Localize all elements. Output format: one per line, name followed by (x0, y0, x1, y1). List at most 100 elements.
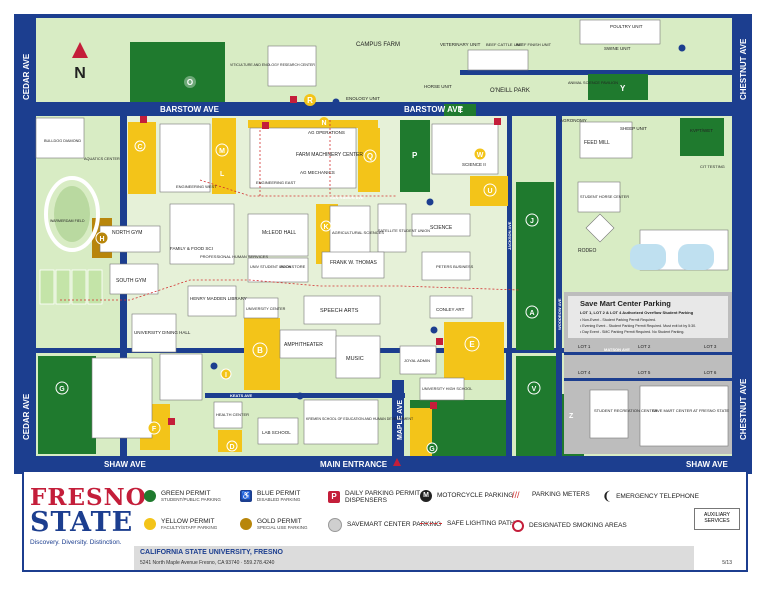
label-oneill: O'NEILL PARK (490, 88, 530, 94)
label-conley: CONLEY ART (436, 307, 465, 312)
legend-meters: /// PARKING METERS (512, 490, 590, 500)
savemart-line2: • Non-Event - Student Parking Permit Req… (580, 318, 656, 322)
legend-safe-path: SAFE LIGHTING PATH (420, 520, 515, 527)
street-san-ramon: SAN RAMON AVE (330, 195, 364, 200)
lot-marker-I: I (220, 368, 232, 380)
svg-text:M: M (219, 148, 225, 155)
street-shaw-west: SHAW AVE (104, 460, 146, 469)
street-keats: KEATS AVE (230, 393, 252, 398)
legend-gold-sub: SPECIAL USE PARKING (257, 525, 308, 531)
svg-text:V: V (532, 386, 537, 393)
street-barstow-west: BARSTOW AVE (160, 105, 220, 114)
label-peters: PETERS BUSINESS (436, 264, 474, 269)
savemart-parking-icon (328, 518, 342, 532)
amphitheater-bldg (279, 329, 337, 359)
lot-marker-T: T (458, 106, 463, 115)
label-poultry: POULTRY UNIT (610, 24, 643, 29)
residence-halls (91, 357, 153, 439)
legend-green-sub: STUDENT/PUBLIC PARKING (161, 497, 221, 503)
svg-text:G: G (429, 446, 435, 453)
label-joyal: JOYAL ADMIN (404, 358, 430, 363)
compass-icon: N (72, 42, 88, 82)
svg-text:A: A (529, 310, 534, 317)
label-health-center: HEALTH CENTER (216, 412, 249, 417)
shaw-ave (14, 456, 752, 472)
daily-permit-dispenser-icons (140, 96, 501, 425)
label-music: MUSIC (346, 356, 364, 362)
legend-smoking: DESIGNATED SMOKING AREAS (512, 520, 627, 532)
science-bldg (411, 213, 471, 237)
label-savemart-center: SAVE MART CENTER AT FRESNO STATE (652, 408, 729, 413)
street-cedar-south: CEDAR AVE (22, 393, 31, 440)
savemart-lot2: LOT 2 (638, 344, 651, 349)
buildings (35, 19, 729, 447)
frank-thomas-bldg (321, 251, 385, 279)
track (44, 176, 100, 252)
label-farm-machinery: FARM MACHINERY CENTER (296, 152, 363, 158)
logo-state-text: STATE (30, 507, 134, 538)
legend-safe-path-label: SAFE LIGHTING PATH (447, 520, 515, 527)
street-cedar-north: CEDAR AVE (22, 53, 31, 100)
university-name: CALIFORNIA STATE UNIVERSITY, FRESNO (140, 549, 283, 556)
lot-marker-A: A (525, 305, 539, 319)
lot-marker-G-west: G (55, 381, 69, 395)
label-dining: UNIVERSITY DINING HALL (134, 330, 191, 335)
legend-blue-label: BLUE PERMIT (257, 490, 301, 497)
lot-marker-O: O (184, 76, 196, 88)
label-family-food: FAMILY & FOOD SCI (170, 246, 213, 251)
lot-V (516, 356, 556, 456)
engineering-bldg (159, 123, 211, 193)
label-engineering-west: ENGINEERING WEST (176, 184, 217, 189)
label-agronomy: AGRONOMY (560, 118, 587, 123)
jackson-ave (506, 116, 512, 456)
label-amphitheater: AMPHITHEATER (284, 342, 323, 348)
street-shaw-east: SHAW AVE (686, 460, 728, 469)
university-center-bldg (243, 297, 279, 319)
lot-marker-G-east: G (426, 442, 438, 454)
lot-marker-K: K (320, 220, 332, 232)
legend-daily: P DAILY PARKING PERMIT DISPENSERS (328, 490, 420, 505)
ag-ops-bldg (249, 127, 357, 189)
label-mcleod: McLEOD HALL (262, 230, 296, 236)
svg-text:C: C (137, 144, 142, 151)
lot-O (130, 42, 225, 102)
label-aquatics: AQUATICS CENTER (84, 157, 120, 161)
svg-text:Z: Z (569, 413, 574, 420)
label-library: HENRY MADDEN LIBRARY (190, 296, 247, 301)
svg-text:I: I (225, 372, 227, 379)
family-food-bldg (169, 203, 235, 265)
fresno-state-logo: FRESNO STATE Discovery. Diversity. Disti… (30, 486, 146, 546)
university-high-bldg (419, 377, 465, 401)
lot-marker-Z: Z (569, 413, 574, 420)
auxiliary-services-box: AUXILIARY SERVICES (694, 508, 740, 530)
lot-marker-C: C (134, 140, 146, 152)
label-speech-arts: SPEECH ARTS (320, 308, 359, 314)
green-lots (38, 42, 724, 456)
svg-text:W: W (477, 152, 484, 159)
lot-marker-F: F (147, 421, 161, 435)
svg-text:H: H (99, 236, 104, 243)
label-beef-cattle: BEEF CATTLE UNIT (486, 42, 524, 47)
residence-halls-2 (159, 353, 203, 401)
lot-marker-U: U (483, 183, 497, 197)
logo-tagline: Discovery. Diversity. Distinction. (30, 539, 122, 546)
health-center-bldg (213, 401, 243, 429)
label-lab-school: LAB SCHOOL (262, 430, 291, 435)
legend-motorcycle: M MOTORCYCLE PARKING (420, 490, 513, 502)
svg-text:U: U (487, 188, 492, 195)
main-entrance-marker (393, 458, 401, 466)
motorcycle-icon: M (420, 490, 432, 502)
science-ii-bldg (431, 123, 499, 175)
label-north-gym: NORTH GYM (112, 230, 142, 236)
label-bulldog-diamond: BULLDOG DIAMOND (44, 139, 81, 143)
label-frank-thomas: FRANK W. THOMAS (330, 260, 378, 266)
south-gym-bldg (109, 263, 159, 295)
legend-daily-label: DAILY PARKING PERMIT DISPENSERS (345, 490, 421, 505)
savemart-lot4: LOT 4 (578, 370, 591, 375)
lot-Y (588, 74, 648, 100)
legend-phone-label: EMERGENCY TELEPHONE (616, 493, 699, 501)
label-animal-science: ANIMAL SCIENCE PAVILION (568, 81, 618, 85)
lot-marker-W: W (473, 147, 487, 161)
